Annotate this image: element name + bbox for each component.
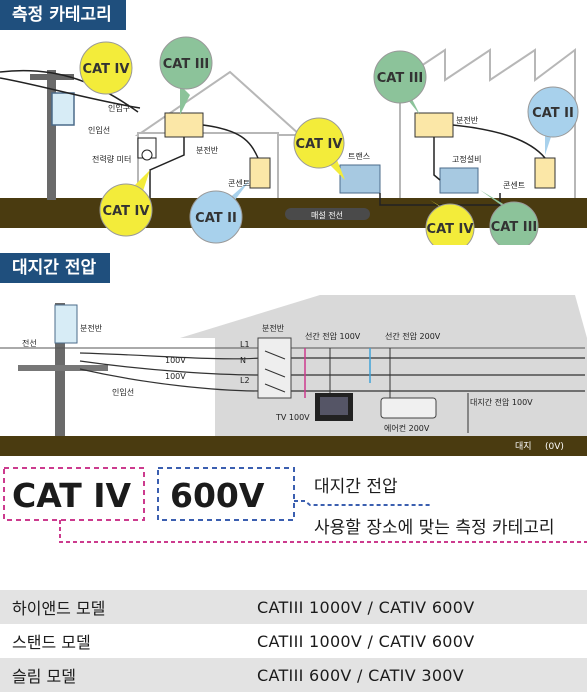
callout-cat2-factory: CAT II (527, 86, 579, 138)
label-panel-pole: 분전반 (80, 323, 103, 333)
label-line-voltage-100: 선간 전압 100V (305, 331, 361, 341)
label-100v-a: 100V (165, 356, 186, 365)
label-wire: 전선 (22, 338, 37, 348)
section-title-ground-voltage: 대지간 전압 (0, 253, 111, 283)
table-row: 스탠드 모델 CATIII 1000V / CATIV 600V (0, 624, 587, 658)
label-panel-building: 분전반 (262, 323, 285, 333)
model-spec: CATIII 1000V / CATIV 600V (257, 597, 475, 617)
callout-cat3-ground: CAT III (489, 201, 539, 245)
label-aircon: 에어컨 200V (384, 423, 430, 433)
label-l2: L2 (240, 376, 250, 385)
ground-voltage-diagram: 대지 (0V) 전선 분전반 인입선 100V 100V 분전반 L1 N L2… (0, 295, 587, 456)
callout-cat4-ground: CAT IV (425, 203, 475, 245)
label-line-voltage-200: 선간 전압 200V (385, 331, 441, 341)
label-inlet: 인입구 (108, 103, 130, 113)
measurement-category-diagram: 매설 전선 CAT IV CAT III CAT III CAT II CAT … (0, 36, 587, 245)
svg-text:CAT III: CAT III (163, 57, 210, 72)
label-100v-b: 100V (165, 372, 186, 381)
label-ground-voltage: 대지간 전압 100V (470, 397, 533, 407)
callout-cat2-house: CAT II (189, 190, 243, 244)
callout-cat3-factory: CAT III (373, 50, 427, 104)
svg-text:CAT IV: CAT IV (83, 62, 130, 77)
model-spec: CATIII 1000V / CATIV 600V (257, 631, 475, 651)
label-tv: TV 100V (275, 413, 310, 422)
callout-cat4-trans: CAT IV (293, 117, 345, 169)
model-name: 슬림 모델 (12, 667, 76, 686)
legend-category: CAT IV (12, 476, 131, 515)
label-earth-voltage: (0V) (545, 442, 564, 452)
svg-text:CAT IV: CAT IV (103, 204, 150, 219)
svg-text:CAT III: CAT III (377, 71, 424, 86)
svg-text:CAT III: CAT III (491, 220, 538, 235)
label-n: N (240, 356, 246, 365)
label-earth: 대지 (515, 441, 532, 452)
label-inline: 인입선 (88, 125, 110, 135)
label-l1: L1 (240, 340, 250, 349)
svg-text:CAT IV: CAT IV (427, 222, 474, 237)
label-panel-house: 분전반 (196, 145, 219, 155)
label-meter: 전력량 미터 (92, 154, 131, 164)
label-fixed-equipment: 고정설비 (452, 154, 481, 164)
label-transformer: 트랜스 (348, 151, 370, 161)
label-outlet-factory: 콘센트 (503, 180, 525, 190)
legend-ground-voltage-label: 대지간 전압 (314, 477, 398, 497)
callout-cat4-meter: CAT IV (99, 183, 153, 237)
label-panel-factory: 분전반 (456, 115, 479, 125)
table-row: 슬림 모델 CATIII 600V / CATIV 300V (0, 658, 587, 692)
svg-text:CAT II: CAT II (532, 106, 574, 121)
label-inline-2: 인입선 (112, 387, 134, 397)
model-spec: CATIII 600V / CATIV 300V (257, 665, 465, 685)
legend-graphic: CAT IV 600V 대지간 전압 사용할 장소에 맞는 측정 카테고리 (3, 467, 587, 543)
label-buried-cable: 매설 전선 (311, 210, 343, 220)
model-name: 스탠드 모델 (12, 633, 91, 652)
table-row: 하이앤드 모델 CATIII 1000V / CATIV 600V (0, 590, 587, 624)
svg-text:CAT II: CAT II (195, 211, 237, 226)
callout-cat3-house: CAT III (159, 36, 213, 90)
callout-cat4-pole: CAT IV (79, 41, 133, 95)
legend-category-label: 사용할 장소에 맞는 측정 카테고리 (314, 518, 555, 538)
model-spec-table: 하이앤드 모델 CATIII 1000V / CATIV 600V 스탠드 모델… (0, 590, 587, 692)
label-outlet-house: 콘센트 (228, 178, 250, 188)
legend-voltage: 600V (170, 476, 265, 515)
section-title-measurement-category: 측정 카테고리 (0, 0, 126, 30)
svg-text:CAT IV: CAT IV (296, 137, 343, 152)
model-name: 하이앤드 모델 (12, 599, 106, 618)
